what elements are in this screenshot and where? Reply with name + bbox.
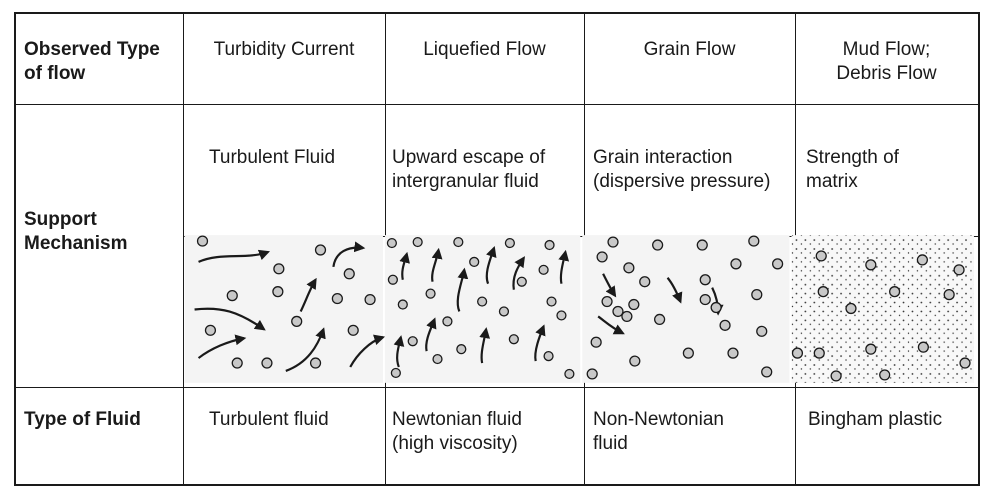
flow-turbidity-current: Turbidity Current — [213, 39, 355, 60]
flow-diagrams — [184, 235, 974, 383]
fluid-turbidity: Turbulent fluid — [209, 408, 385, 432]
row-divider-fluid — [16, 387, 978, 388]
flow-debris-line: Debris Flow — [836, 63, 937, 84]
support-mud: Strength of matrix — [806, 146, 976, 194]
support-grain-line2: (dispersive pressure) — [593, 171, 771, 192]
grain-grains — [586, 235, 784, 380]
fluid-mud: Bingham plastic — [808, 408, 978, 432]
flow-mud-debris: Mud Flow; Debris Flow — [795, 38, 978, 86]
mud-grains — [791, 250, 971, 382]
turbidity-arrows — [194, 241, 386, 372]
row-header-observed-line2: of flow — [24, 63, 86, 84]
row-header-fluid: Type of Fluid — [24, 409, 141, 430]
row-header-support: Support Mechanism — [24, 208, 184, 256]
support-grain-line1: Grain interaction — [593, 147, 733, 168]
support-turbidity-line1: Turbulent Fluid — [209, 147, 336, 168]
fluid-liquefied: Newtonian fluid (high viscosity) — [392, 408, 582, 456]
fluid-liquefied-line1: Newtonian fluid — [392, 409, 522, 430]
support-grain: Grain interaction (dispersive pressure) — [593, 146, 793, 194]
support-liquefied-line1: Upward escape of — [392, 147, 546, 168]
flow-grain: Grain Flow — [643, 39, 736, 60]
row-header-support-line1: Support — [24, 209, 97, 230]
support-liquefied: Upward escape of intergranular fluid — [392, 146, 582, 194]
liquefied-grains — [386, 236, 575, 380]
flow-classification-table: Observed Type of flow Support Mechanism … — [14, 12, 980, 486]
row-header-observed: Observed Type of flow — [24, 38, 184, 86]
flow-liquefied: Liquefied Flow — [423, 39, 546, 60]
fluid-grain: Non-Newtonian fluid — [593, 408, 793, 456]
row-header-support-line2: Mechanism — [24, 233, 128, 254]
row-header-observed-line1: Observed Type — [24, 39, 160, 60]
row-divider-header — [16, 104, 978, 105]
fluid-grain-line2: fluid — [593, 433, 628, 454]
fluid-grain-line1: Non-Newtonian — [593, 409, 724, 430]
fluid-liquefied-line2: (high viscosity) — [392, 433, 518, 454]
turbidity-grains — [196, 235, 376, 369]
flow-mud-line: Mud Flow; — [842, 39, 931, 60]
panel-top-rule — [183, 236, 980, 237]
support-liquefied-line2: intergranular fluid — [392, 171, 539, 192]
fluid-turbidity-line1: Turbulent fluid — [209, 409, 329, 430]
support-mud-line1: Strength of — [806, 147, 899, 168]
support-turbidity: Turbulent Fluid — [209, 146, 385, 170]
liquefied-arrows — [393, 245, 570, 368]
support-mud-line2: matrix — [806, 171, 858, 192]
col-divider-1 — [183, 14, 184, 484]
fluid-mud-line1: Bingham plastic — [808, 409, 943, 430]
